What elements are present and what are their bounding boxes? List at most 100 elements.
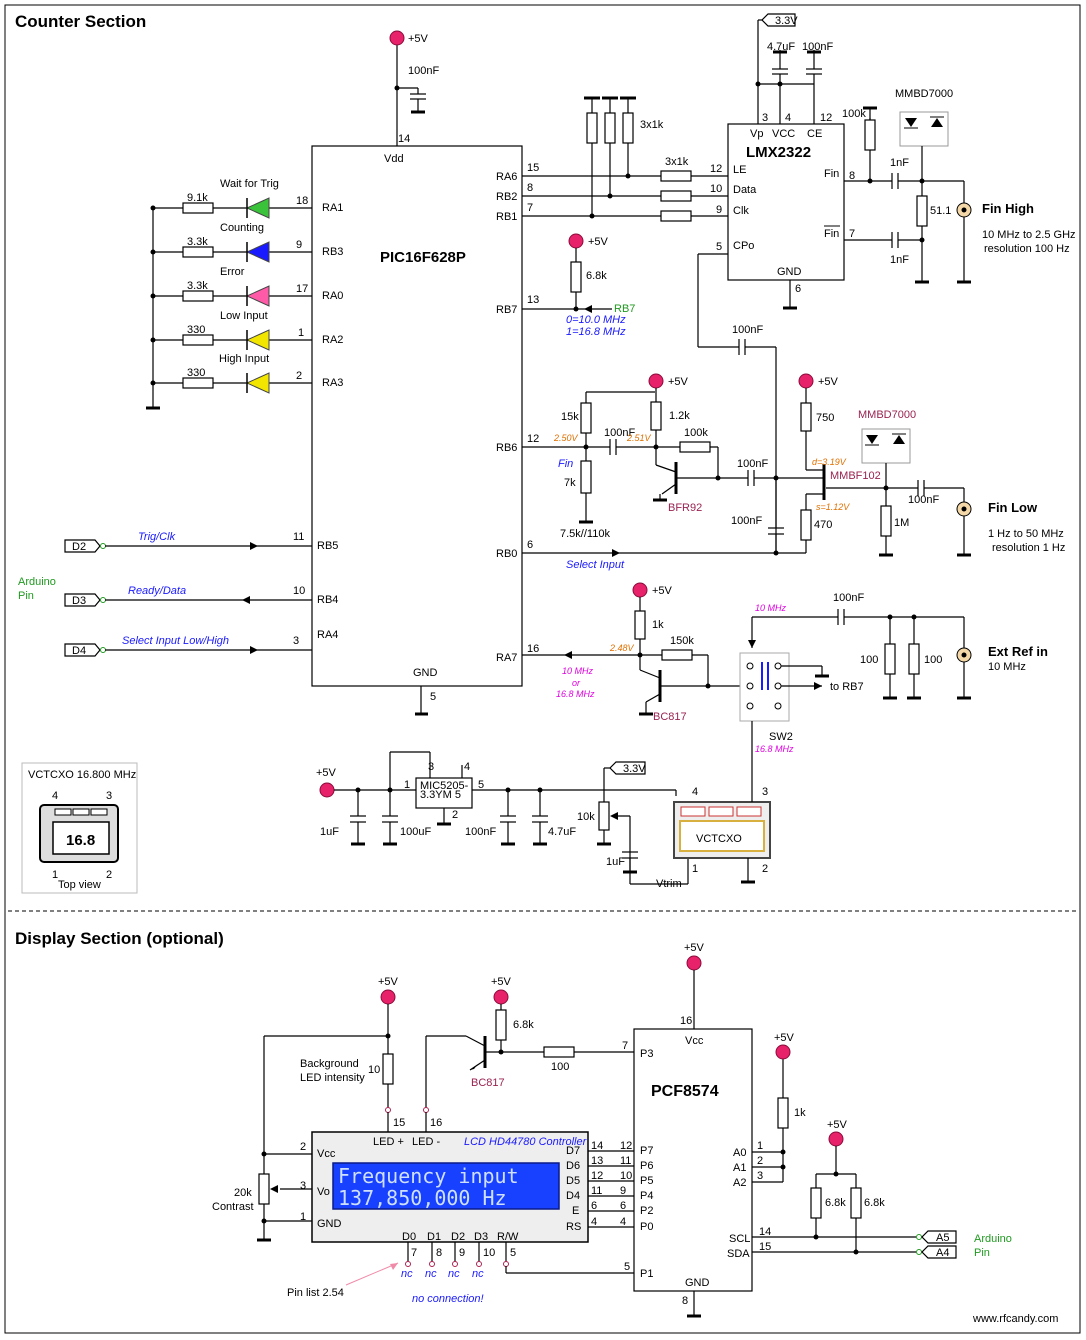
lmx-pin-num: 10: [710, 183, 722, 195]
no-connection-label: no connection!: [412, 1293, 484, 1305]
bc817-label: BC817: [471, 1077, 505, 1089]
diode-pair-label: MMBD7000: [895, 88, 953, 100]
supply-3v3-tag: [761, 13, 796, 27]
lcd-pin-num: 8: [436, 1247, 442, 1259]
lcd-pin-label: D2: [451, 1231, 465, 1243]
lcd-pin-num: 4: [591, 1216, 597, 1228]
lmx-top-pin-num: 3: [762, 112, 768, 124]
lmx-name: LMX2322: [746, 144, 811, 161]
resistor: [810, 1187, 822, 1219]
freq-annotation: or: [572, 678, 581, 688]
freq-annotation: 10 MHz: [562, 666, 594, 676]
pic-pin-number: 1: [298, 327, 304, 339]
supply-5v-icon: [568, 233, 584, 249]
pic-pin-label: RA2: [322, 334, 343, 346]
voltage-annotation: s=1.12V: [816, 502, 850, 512]
pic-name: PIC16F628P: [380, 249, 466, 266]
led-icon: [245, 285, 270, 307]
pic-pin-number: 13: [527, 294, 539, 306]
pullup-resistor-label: 3x1k: [640, 119, 664, 131]
resistor: [570, 261, 582, 293]
pic-gnd: GND: [413, 667, 438, 679]
trim-pot-label: 10k: [577, 811, 595, 823]
bc817-pullup-label: 6.8k: [513, 1019, 534, 1031]
trim-potentiometer[interactable]: [598, 801, 610, 831]
lcd-pin-label: Vo: [317, 1186, 330, 1198]
pic-left-pins: RA1 RB3 RA0 RA2 RA3 RB5 RB4 RA4 18 9 17 …: [293, 195, 343, 647]
pcf-name: PCF8574: [651, 1083, 719, 1100]
lmx-gnd: GND: [777, 266, 802, 278]
contrast-label: Contrast: [212, 1201, 254, 1213]
lcd-pin-label: D1: [427, 1231, 441, 1243]
pic-pin-number: 17: [296, 283, 308, 295]
nc-label: nc: [401, 1268, 413, 1280]
bias-resistor-label: 7.5k//110k: [560, 528, 610, 540]
transistor-label: BC817: [653, 711, 687, 723]
backlight-label: LED intensity: [300, 1072, 365, 1084]
reg-cap-label: 4.7uF: [548, 826, 576, 838]
pcf-pin-num: 2: [757, 1155, 763, 1167]
nc-label: nc: [425, 1268, 437, 1280]
junction-dot: [150, 249, 156, 255]
lmx-top-pin: CE: [807, 128, 822, 140]
counter-section-title: Counter Section: [15, 12, 146, 31]
resistor: [916, 195, 928, 227]
feedback-resistor-label: 100k: [684, 427, 708, 439]
pcf-pin-label: P7: [640, 1145, 653, 1157]
fin-high-cap-label: 1nF: [890, 254, 909, 266]
arduino-pin-name: D2: [72, 541, 86, 553]
lcd-pin-label: GND: [317, 1218, 342, 1230]
lcd-pin-label: E: [572, 1205, 579, 1217]
arduino-pin-name: A5: [936, 1232, 949, 1244]
pic-pin-number: 2: [296, 370, 302, 382]
pic-pin-label: RA6: [496, 171, 517, 183]
regulator-pin: 4: [464, 761, 470, 773]
lcd-pin-num: 5: [510, 1247, 516, 1259]
lcd-line-1: Frequency input: [338, 1164, 519, 1188]
contrast-potentiometer[interactable]: [258, 1173, 270, 1205]
reg-cap-label: 100nF: [465, 826, 496, 838]
pcf-pin-label: A2: [733, 1177, 746, 1189]
resistor: [543, 1046, 575, 1058]
lcd-pin-num: 9: [459, 1247, 465, 1259]
pcf-pin-label: P6: [640, 1160, 653, 1172]
pic-pin-label: RB7: [496, 304, 517, 316]
pic-pin-number: 7: [527, 202, 533, 214]
pcf-pin-num: 7: [622, 1040, 628, 1052]
pcf8574-expander: PCF8574 Vcc 16 GND 8 +5V P3 P7 P6 P5 P4 …: [633, 942, 1012, 1318]
drain-resistor-label: 750: [816, 412, 834, 424]
led-icon: [245, 372, 270, 394]
pic-pin-label: RB6: [496, 442, 517, 454]
pcf-vcc-num: 16: [680, 1015, 692, 1027]
pic-pin-number: 18: [296, 195, 308, 207]
pic-pin-label: RA4: [317, 629, 338, 641]
page-frame: [4, 4, 1081, 1334]
trim-supply-label: 3.3V: [623, 763, 646, 775]
fin-net-label: Fin: [558, 458, 573, 470]
fin-low-label: Fin Low: [988, 500, 1038, 515]
pic-pin-number: 6: [527, 539, 533, 551]
arduino-pin-label: Pin: [18, 590, 34, 602]
pic-vdd-pin: 14: [398, 133, 410, 145]
coupling-cap-label: 100nF: [604, 427, 635, 439]
address-resistor-label: 1k: [794, 1107, 806, 1119]
lmx-pin-label: CPo: [733, 240, 754, 252]
lcd-pin-num: 11: [591, 1185, 602, 1197]
vctcxo-footprint-pin: 4: [52, 790, 58, 802]
supply-5v-icon: [632, 582, 648, 598]
termination-label: 100: [924, 654, 942, 666]
bc817-supply-label: +5V: [491, 976, 512, 988]
supply-5v-icon: [686, 955, 702, 971]
lmx-top-pin-num: 4: [785, 112, 791, 124]
vctcxo-footprint: VCTCXO 16.800 MHz 16.8 4 3 1 2 Top view: [21, 762, 138, 894]
pic-supply-label: +5V: [408, 33, 429, 45]
arduino-pin-tag: [921, 1245, 957, 1259]
resistor: [182, 334, 214, 346]
pcf-pin-num: 4: [620, 1216, 626, 1228]
rb7-pullup-label: 6.8k: [586, 270, 607, 282]
fin-high-range: 10 MHz to 2.5 GHz: [982, 229, 1076, 241]
lcd-led-plus: LED +: [373, 1136, 404, 1148]
resistor: [850, 1187, 862, 1219]
fin-high-network: 100k 1nF 1nF 51.1 MMBD7000 Fin High 10 M…: [842, 88, 1076, 284]
pcf-pin-label: P5: [640, 1175, 653, 1187]
